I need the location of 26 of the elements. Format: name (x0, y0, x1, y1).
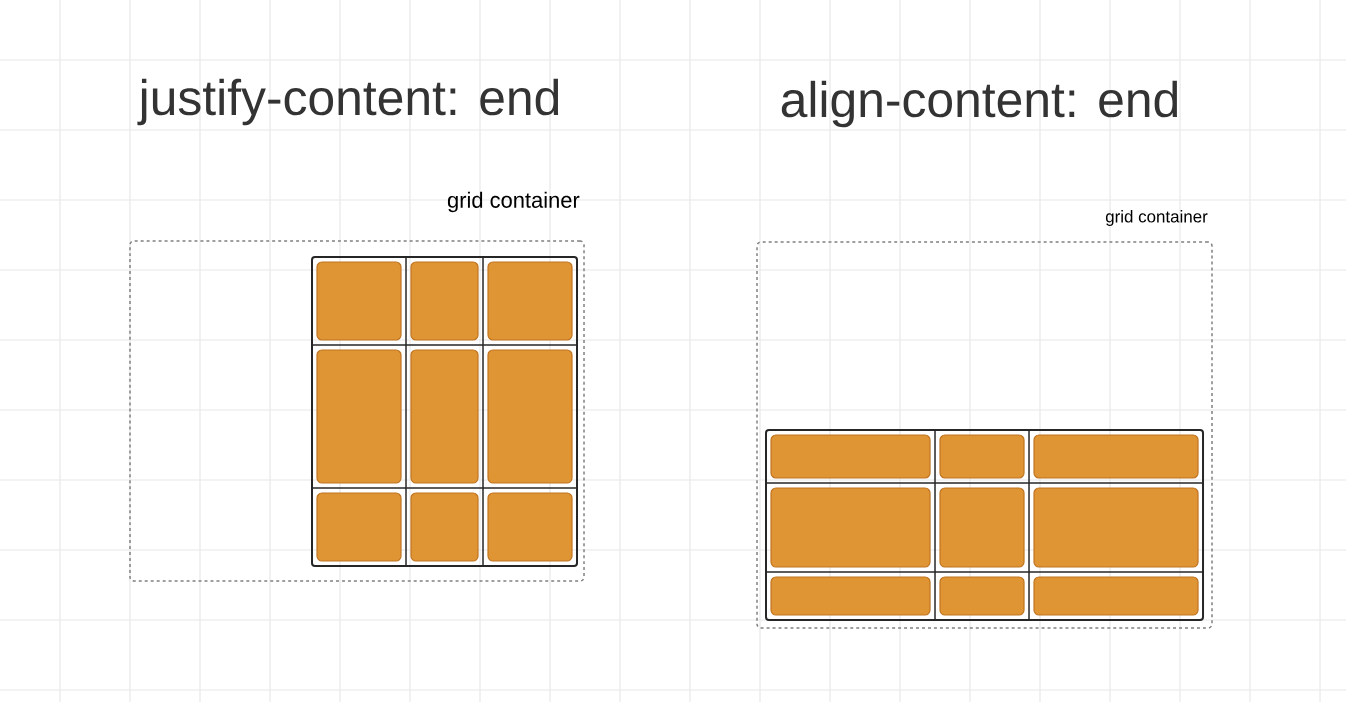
title: justify-content: end (137, 78, 559, 126)
grid-item (939, 576, 1025, 616)
grid-item (1033, 576, 1199, 616)
grid-item (316, 492, 402, 562)
grid-item (939, 434, 1025, 479)
grid (765, 429, 1204, 621)
grid-item (410, 349, 479, 484)
grid-item (770, 576, 931, 616)
grid-container: grid container (756, 210, 1213, 629)
grid-item (410, 261, 479, 341)
node-label: grid container (1105, 210, 1208, 226)
node-label: grid container (447, 191, 580, 213)
grid-container: grid container (129, 191, 585, 582)
title: align-content: end (781, 80, 1178, 128)
grid (311, 256, 578, 567)
grid-item (487, 349, 573, 484)
grid-item (316, 349, 402, 484)
grid-item (770, 434, 931, 479)
grid-item (487, 261, 573, 341)
grid-item (410, 492, 479, 562)
grid-item (316, 261, 402, 341)
grid-item (487, 492, 573, 562)
grid-item (1033, 487, 1199, 568)
grid-item (770, 487, 931, 568)
grid-item (939, 487, 1025, 568)
grid-item (1033, 434, 1199, 479)
